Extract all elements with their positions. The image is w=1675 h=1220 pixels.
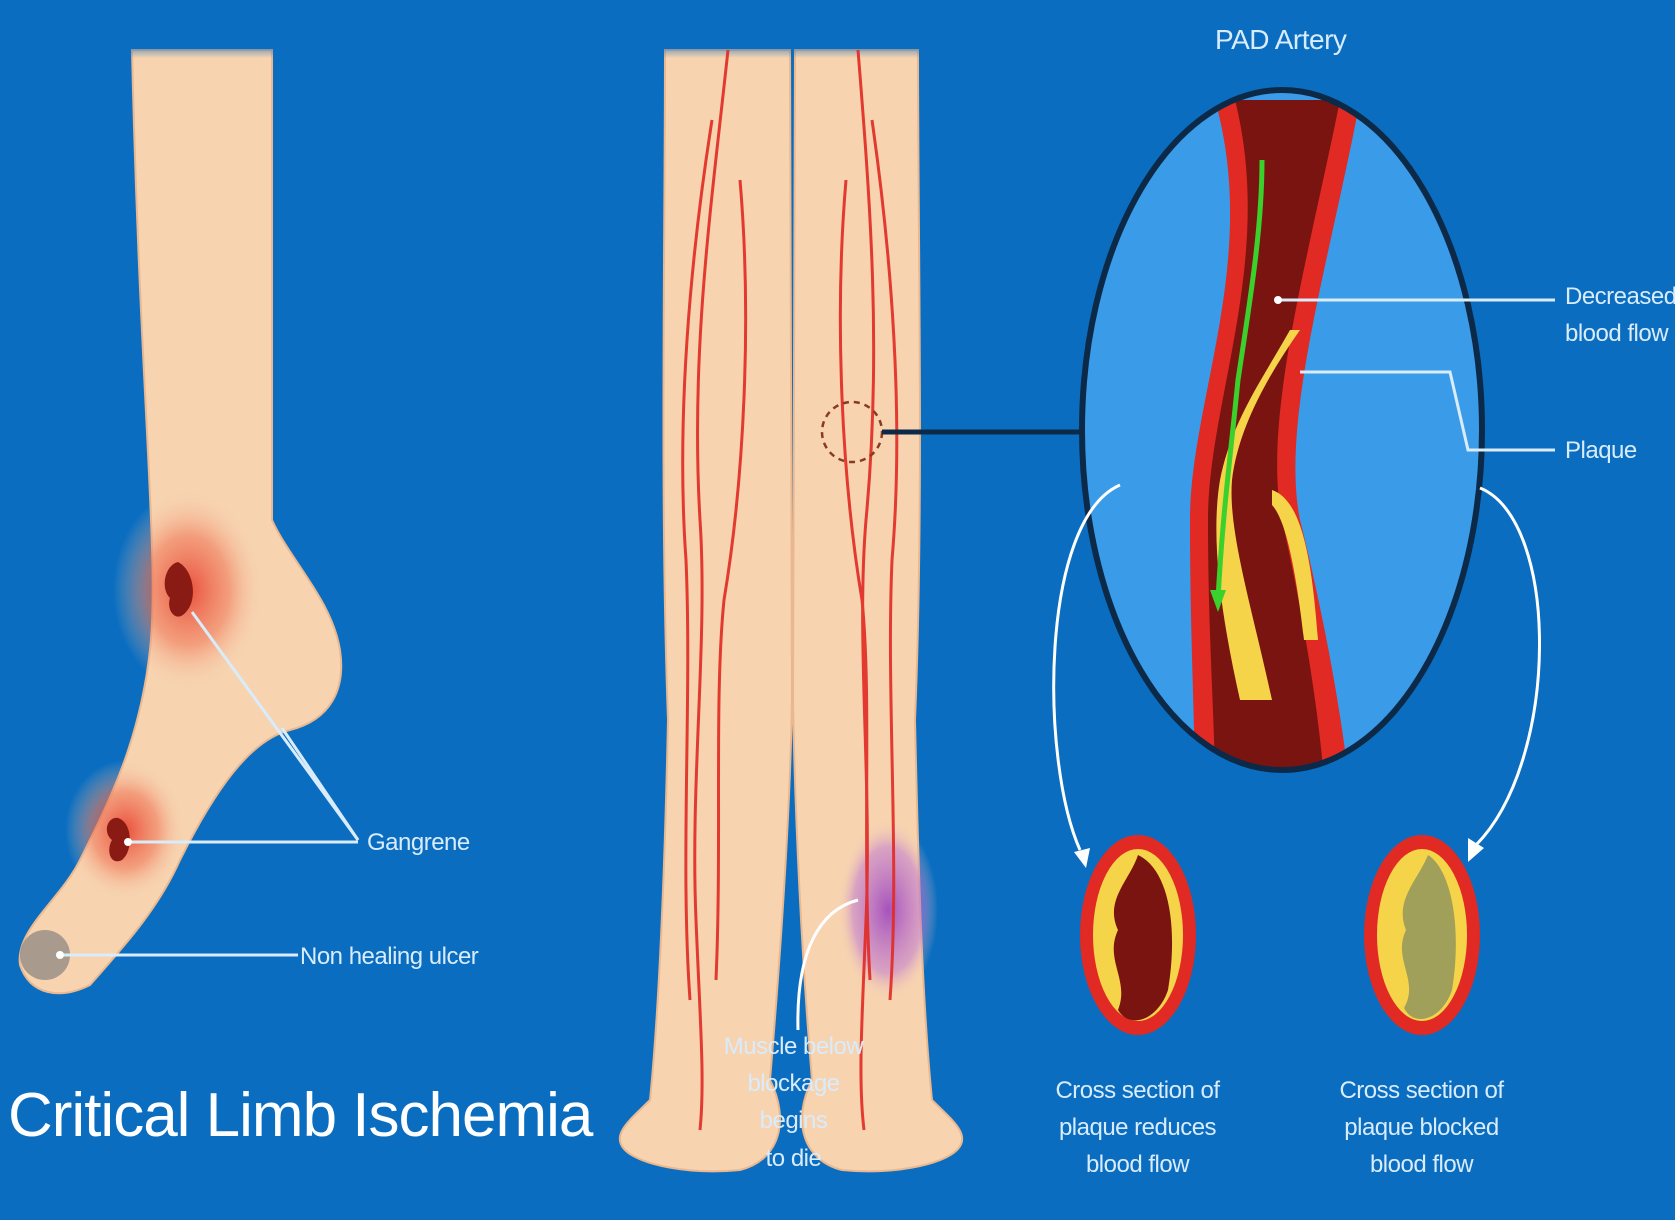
diagram-title: Critical Limb Ischemia <box>8 1080 592 1151</box>
non-healing-ulcer-label: Non healing ulcer <box>300 938 478 975</box>
muscle-below-blockage-label: Muscle below blockage begins to die <box>716 1028 871 1177</box>
gangrene-label: Gangrene <box>367 824 470 861</box>
cross-section-reduced <box>1080 835 1196 1035</box>
plaque-label: Plaque <box>1565 432 1637 469</box>
pad-artery-label: PAD Artery <box>1215 18 1346 61</box>
pad-artery-lens <box>1082 90 1482 790</box>
decreased-blood-flow-label: Decreased blood flow <box>1565 278 1675 352</box>
cross-section-reduces-label: Cross section of plaque reduces blood fl… <box>1050 1072 1225 1184</box>
foot-illustration <box>20 40 342 993</box>
legs-illustration <box>620 40 962 1171</box>
cross-section-blocked-label: Cross section of plaque blocked blood fl… <box>1334 1072 1509 1184</box>
cross-section-blocked <box>1364 835 1480 1035</box>
